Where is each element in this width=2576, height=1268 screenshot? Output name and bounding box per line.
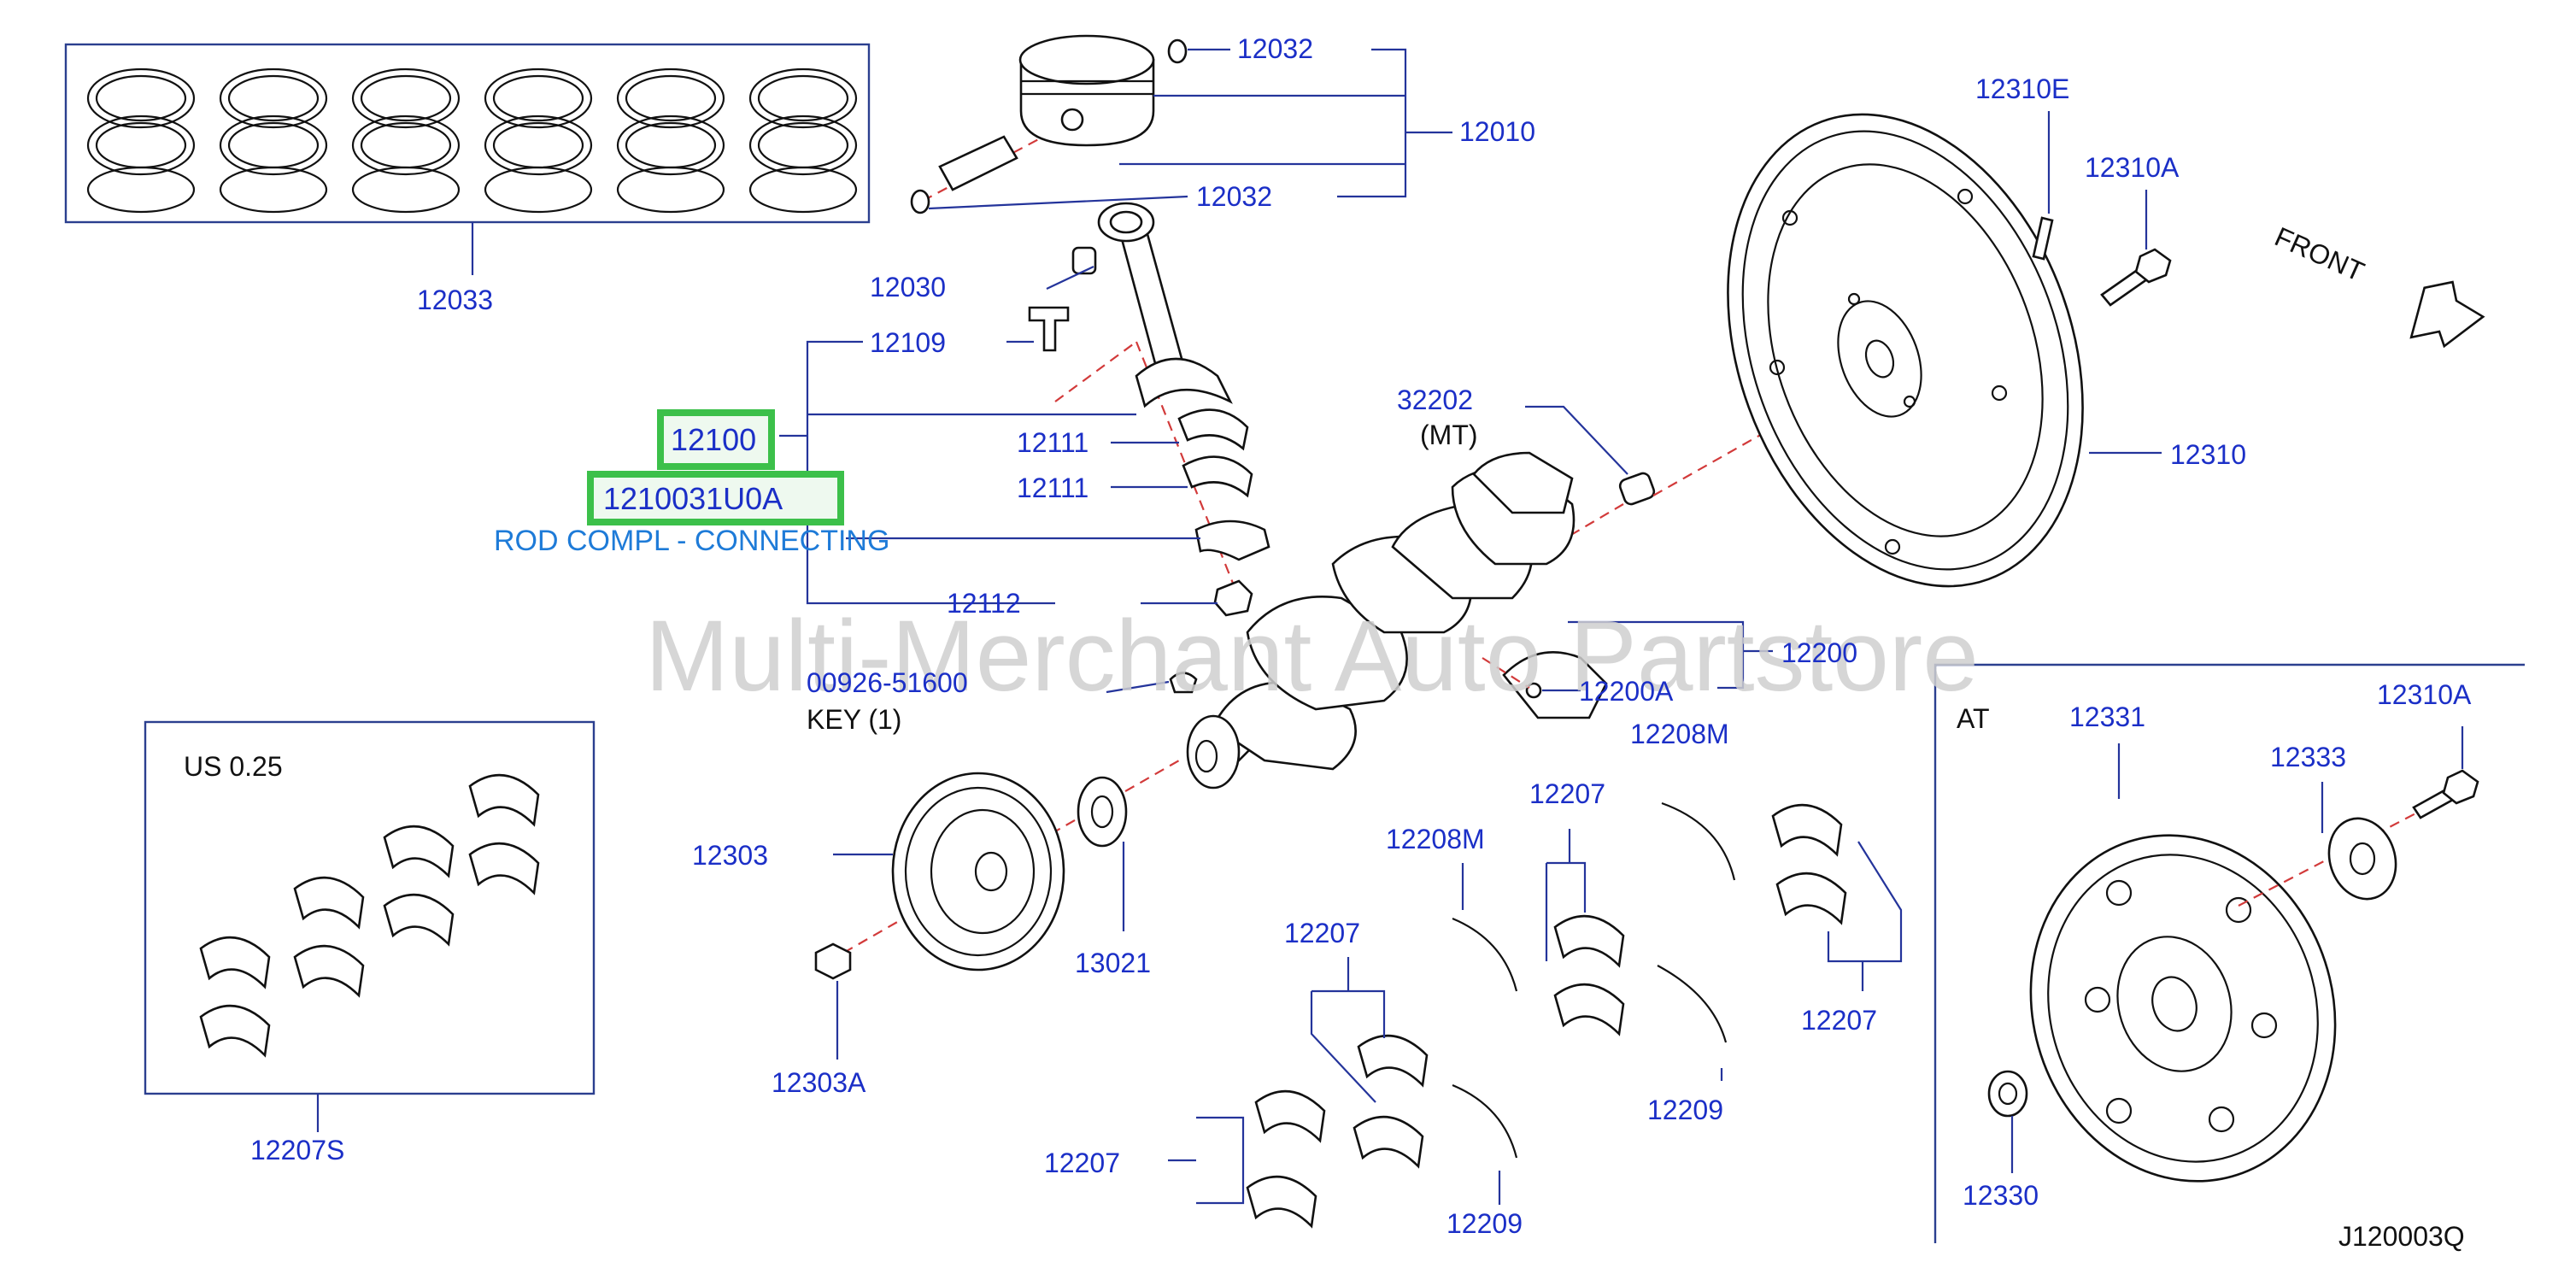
label-12310E[interactable]: 12310E <box>1975 73 2069 104</box>
label-at: AT <box>1957 703 1990 734</box>
connecting-rod <box>1028 202 1270 617</box>
label-12333[interactable]: 12333 <box>2270 742 2346 772</box>
part-name-rod-compl: ROD COMPL - CONNECTING <box>494 525 889 557</box>
rod-cap <box>1194 520 1270 561</box>
label-12207-left[interactable]: 12207 <box>1284 918 1360 948</box>
watermark: Multi-Merchant Auto Partstore <box>645 600 1979 713</box>
ring-group-3 <box>351 68 461 214</box>
label-12207-right[interactable]: 12207 <box>1801 1005 1877 1036</box>
label-us-025: US 0.25 <box>184 751 283 782</box>
label-12209-left[interactable]: 12209 <box>1446 1208 1523 1239</box>
label-12030[interactable]: 12030 <box>870 272 946 302</box>
bearing-upper <box>1177 408 1249 451</box>
us-bearing-box <box>144 720 596 1095</box>
label-12200[interactable]: 12200 <box>1781 637 1857 668</box>
ring-group-6 <box>748 68 858 214</box>
label-12310A-mt[interactable]: 12310A <box>2085 152 2180 183</box>
label-13021[interactable]: 13021 <box>1075 948 1151 978</box>
label-12111-upper[interactable]: 12111 <box>1017 427 1088 458</box>
part-labels: 12032 12010 12032 12033 12030 12109 1210… <box>184 33 2472 1252</box>
drive-plate <box>2029 834 2337 1183</box>
label-12207-bottom[interactable]: 12207 <box>1044 1148 1120 1178</box>
piston-pin <box>938 135 1018 191</box>
woodruff-key <box>1169 672 1198 694</box>
pilot-converter-12330 <box>1987 1070 2028 1118</box>
label-12200A[interactable]: 12200A <box>1579 676 1674 707</box>
dowel-12310e <box>2032 216 2054 261</box>
highlight-1210031U0A <box>587 471 844 525</box>
pulley-bolt <box>814 942 852 980</box>
main-bearings <box>1246 801 1847 1229</box>
highlight-12100 <box>657 409 775 470</box>
label-12033[interactable]: 12033 <box>417 285 493 315</box>
ring-group-4 <box>484 68 593 214</box>
rod-bolt <box>1028 306 1070 352</box>
piston-assembly <box>910 34 1452 214</box>
pilot-bushing-12200a <box>1525 682 1542 699</box>
label-12207-mid[interactable]: 12207 <box>1529 778 1605 809</box>
diagram-code: J120003Q <box>2338 1221 2465 1252</box>
label-12303A[interactable]: 12303A <box>772 1067 866 1098</box>
label-1210031U0A[interactable]: 1210031U0A <box>603 481 783 516</box>
label-12303[interactable]: 12303 <box>692 840 768 871</box>
snap-ring-upper <box>1167 38 1188 64</box>
label-12100[interactable]: 12100 <box>671 422 756 457</box>
snap-ring-lower <box>910 189 930 214</box>
piston-ring-set <box>64 43 871 275</box>
label-12330[interactable]: 12330 <box>1963 1180 2039 1211</box>
us-bearing-set <box>144 720 596 1132</box>
bearing-lower <box>1182 455 1253 498</box>
label-12310[interactable]: 12310 <box>2170 439 2246 470</box>
label-00926-51600[interactable]: 00926-51600 <box>807 667 968 698</box>
flywheel-mt <box>1652 113 2084 588</box>
label-12010[interactable]: 12010 <box>1459 116 1535 147</box>
label-front: FRONT <box>2270 221 2368 288</box>
label-12331[interactable]: 12331 <box>2069 702 2145 732</box>
label-12109[interactable]: 12109 <box>870 327 946 358</box>
label-12310A-at[interactable]: 12310A <box>2377 679 2472 710</box>
label-12207S[interactable]: 12207S <box>250 1135 344 1165</box>
crankshaft <box>1186 451 1624 790</box>
bearing-leaders <box>1168 829 1903 1205</box>
label-key: KEY (1) <box>807 704 901 735</box>
at-section <box>1933 663 2525 1243</box>
front-arrow-icon <box>2409 280 2485 349</box>
plate-reinforcement <box>2327 817 2397 901</box>
label-12209-right[interactable]: 12209 <box>1647 1095 1723 1125</box>
label-mt: (MT) <box>1420 420 1478 450</box>
label-32202[interactable]: 32202 <box>1397 385 1473 415</box>
crank-sprocket <box>1077 776 1128 848</box>
crank-pulley <box>828 760 1180 972</box>
pilot-bushing-32202 <box>1618 472 1656 506</box>
label-12208M-upper[interactable]: 12208M <box>1630 719 1729 749</box>
label-12208M-lower[interactable]: 12208M <box>1386 824 1485 854</box>
ring-group-1 <box>86 68 196 214</box>
ring-group-5 <box>616 68 725 214</box>
rod-bushing <box>1071 246 1097 275</box>
ring-group-2 <box>219 68 328 214</box>
label-12032-lower[interactable]: 12032 <box>1196 181 1272 212</box>
label-12111-lower[interactable]: 12111 <box>1017 473 1088 503</box>
label-12112[interactable]: 12112 <box>947 588 1021 619</box>
ring-set-box <box>64 43 871 224</box>
label-12032-upper[interactable]: 12032 <box>1237 33 1313 64</box>
